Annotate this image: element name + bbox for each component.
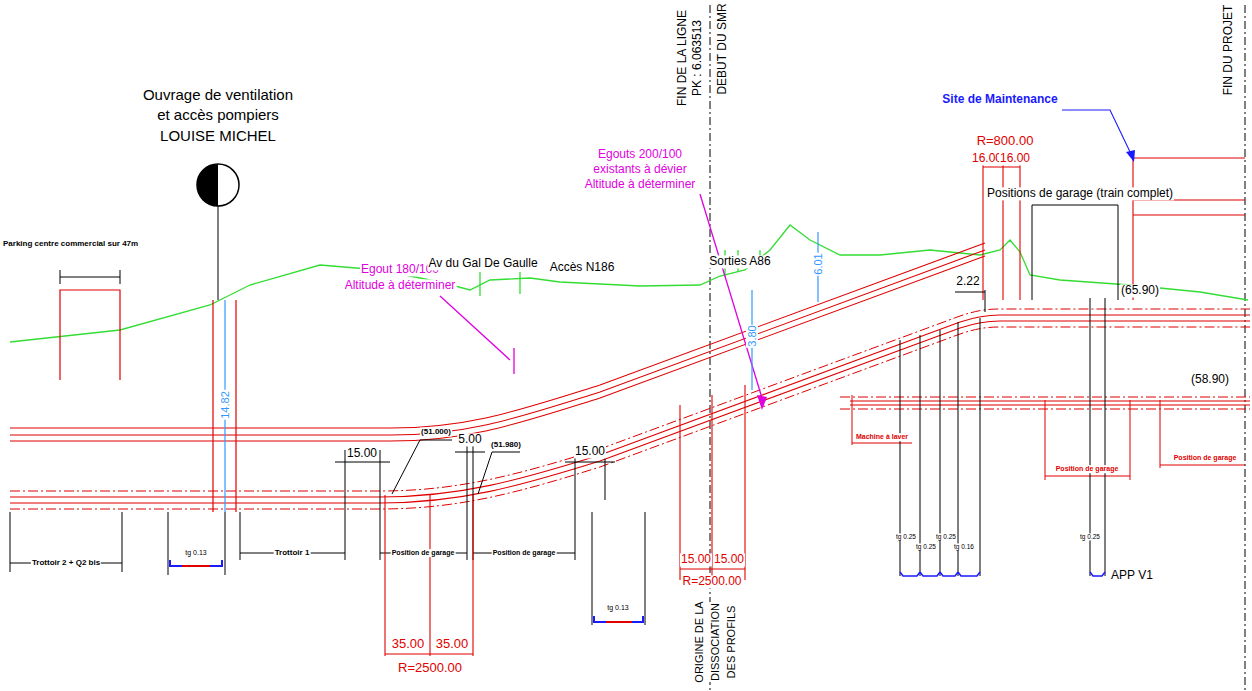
platform-label: Trottoir 1 xyxy=(274,549,311,558)
slope-bracket xyxy=(182,566,632,622)
dimension-value: 15.00 xyxy=(680,553,712,566)
shaft-wall xyxy=(212,300,213,512)
slope-bracket xyxy=(900,572,1105,576)
stabling-label: Position de garage xyxy=(1173,454,1238,462)
dimension-value: 16.00 xyxy=(999,152,1031,165)
dimension-value: 2.22 xyxy=(955,275,980,288)
street-name: Sorties A86 xyxy=(708,255,771,268)
stabling-label: Position de garage xyxy=(391,549,456,557)
level-value: (51.000) xyxy=(420,428,452,437)
note-text: Parking centre commercial sur 47m xyxy=(2,240,139,249)
depth-value: 6.01 xyxy=(812,252,824,275)
leader-line xyxy=(1062,110,1132,156)
network-note: Altitude à déterminer xyxy=(584,178,697,191)
curve-radius: R=2500.00 xyxy=(681,575,742,588)
shaft-symbol xyxy=(197,164,218,206)
equipment-label: Machine à laver xyxy=(855,433,909,441)
network-note: Egouts 200/100 xyxy=(597,148,683,161)
section-marker: ORIGINE DE LA xyxy=(693,600,705,683)
platform-label: Trottoir 2 + Q2 bis xyxy=(31,559,101,568)
reference-line xyxy=(1245,5,1246,690)
slope-value: tg 0.25 xyxy=(935,533,957,540)
network-note: existants à dévier xyxy=(592,163,687,176)
slope-value: tg 0.13 xyxy=(184,549,207,557)
dimension-value: 35.00 xyxy=(391,637,426,651)
slope-value: tg 0.13 xyxy=(606,604,629,612)
maintenance-building xyxy=(1133,158,1245,300)
section-marker: FIN DE LA LIGNE xyxy=(676,9,689,107)
level-value: (58.90) xyxy=(1190,373,1230,386)
dimension-line xyxy=(955,292,985,293)
slope-bracket xyxy=(170,560,643,622)
stabling-bracket xyxy=(852,395,1245,480)
dimension-line xyxy=(60,270,120,284)
branch-track xyxy=(850,401,1250,405)
shaft-wall xyxy=(235,300,236,512)
dimension-value: 5.00 xyxy=(457,433,482,446)
section-marker: DEBUT DU SMR xyxy=(716,2,729,95)
parking-outline xyxy=(60,290,120,380)
depth-value: 14.82 xyxy=(219,390,231,420)
slope-value: tg 0.25 xyxy=(1079,533,1101,540)
leader-arrow xyxy=(757,395,767,410)
level-value: (65.90) xyxy=(1120,284,1160,297)
curve-dimension xyxy=(385,385,745,656)
dimension-value: 35.00 xyxy=(435,637,470,651)
depth-value: 3.80 xyxy=(746,324,758,347)
leader-arrow xyxy=(1126,150,1135,162)
structure-name: et accès pompiers xyxy=(156,107,280,124)
stabling-label: Positions de garage (train complet) xyxy=(986,187,1174,200)
dimension-value: 15.00 xyxy=(574,445,606,458)
curve-radius: R=800.00 xyxy=(976,134,1035,148)
curve-radius: R=2500.00 xyxy=(397,661,463,675)
section-marker: DISSOCIATION xyxy=(709,602,721,682)
curve-dimension xyxy=(983,165,1020,300)
section-marker: PK : 6.063513 xyxy=(691,19,704,97)
street-name: Av du Gal De Gaulle xyxy=(427,257,538,270)
upper-track xyxy=(10,243,985,441)
section-marker: DES PROFILS xyxy=(725,605,737,680)
slope-value: tg 0.25 xyxy=(895,533,917,540)
level-value: (51.980) xyxy=(490,441,522,450)
structure-name: LOUISE MICHEL xyxy=(159,128,277,145)
ground-line xyxy=(10,225,1248,342)
equipment-label: APP V1 xyxy=(1110,569,1154,582)
track-axis xyxy=(10,309,1250,509)
slope-value: tg 0.25 xyxy=(915,543,937,550)
network-note: Altitude à déterminer xyxy=(344,279,457,292)
dimension-line xyxy=(985,290,986,312)
dimension-line xyxy=(10,445,645,625)
leader-line xyxy=(440,194,762,398)
dimension-value: 15.00 xyxy=(346,447,378,460)
section-marker: FIN DU PROJET xyxy=(1222,4,1235,97)
structure-name: Ouvrage de ventilation xyxy=(142,87,294,104)
dimension-line xyxy=(1032,205,1118,300)
switch-line xyxy=(900,298,1105,576)
shaft-line xyxy=(218,206,219,300)
stabling-label: Position de garage xyxy=(492,549,557,557)
shaft-symbol xyxy=(197,164,239,206)
dimension-value: 15.00 xyxy=(713,553,745,566)
main-track xyxy=(10,315,1250,503)
slope-value: tg 0.16 xyxy=(953,543,975,550)
stabling-label: Position de garage xyxy=(1055,465,1120,473)
street-name: Accès N186 xyxy=(549,261,616,274)
site-name: Site de Maintenance xyxy=(941,93,1058,106)
